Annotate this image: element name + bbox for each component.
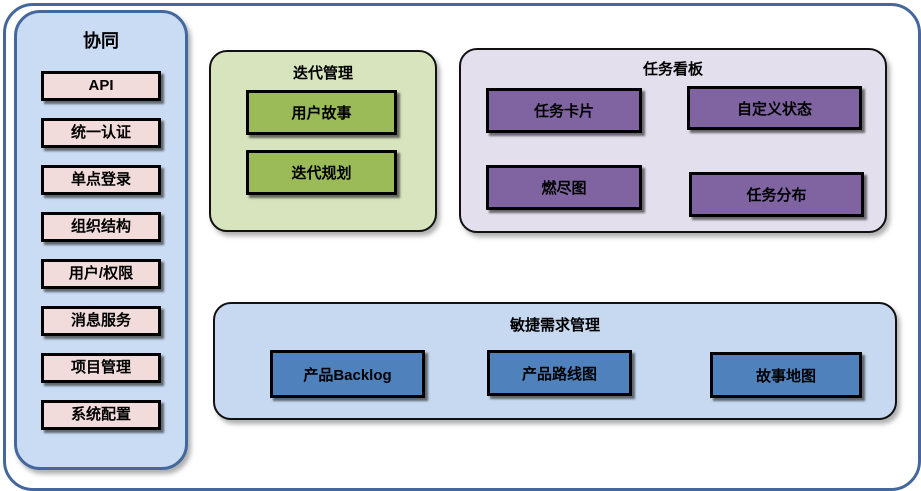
box-task-card: 任务卡片 [486, 88, 642, 133]
iteration-management-panel: 迭代管理 用户故事 迭代规划 [209, 50, 437, 232]
iteration-management-title: 迭代管理 [292, 65, 353, 82]
platform-diagram-frame: 协同 API 统一认证 单点登录 组织结构 用户/权限 消息服务 项目管理 系统… [3, 3, 921, 491]
sidebar-item-project-management: 项目管理 [41, 353, 161, 383]
agile-requirements-title: 敏捷需求管理 [509, 317, 600, 334]
collaboration-item-list: API 统一认证 单点登录 组织结构 用户/权限 消息服务 项目管理 系统配置 [41, 71, 161, 430]
task-kanban-panel: 任务看板 任务卡片 自定义状态 燃尽图 任务分布 [459, 48, 887, 233]
box-story-map: 故事地图 [710, 352, 862, 398]
box-user-story: 用户故事 [246, 90, 397, 135]
sidebar-item-org-structure: 组织结构 [41, 212, 161, 242]
box-product-backlog: 产品Backlog [270, 350, 425, 398]
sidebar-item-api: API [41, 71, 161, 101]
box-task-distribution: 任务分布 [689, 172, 864, 217]
sidebar-item-user-permissions: 用户/权限 [41, 259, 161, 289]
box-custom-status: 自定义状态 [687, 86, 862, 130]
box-product-roadmap: 产品路线图 [487, 350, 632, 396]
box-iteration-planning: 迭代规划 [246, 150, 397, 195]
task-kanban-title: 任务看板 [642, 61, 703, 78]
sidebar-item-message-service: 消息服务 [41, 306, 161, 336]
sidebar-item-unified-auth: 统一认证 [41, 118, 161, 148]
collaboration-panel-title: 协同 [83, 31, 119, 51]
collaboration-panel: 协同 API 统一认证 单点登录 组织结构 用户/权限 消息服务 项目管理 系统… [14, 10, 188, 470]
sidebar-item-system-config: 系统配置 [41, 400, 161, 430]
box-burndown-chart: 燃尽图 [486, 165, 642, 210]
agile-requirements-panel: 敏捷需求管理 产品Backlog 产品路线图 故事地图 [213, 302, 897, 420]
sidebar-item-sso: 单点登录 [41, 165, 161, 195]
